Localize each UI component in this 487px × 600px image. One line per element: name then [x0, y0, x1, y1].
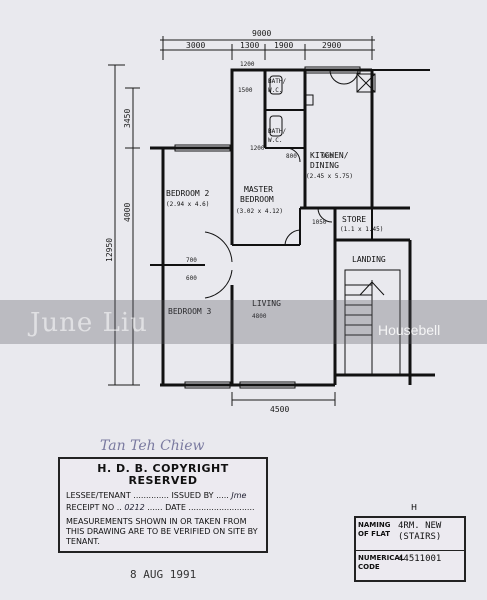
door-swing-bedroom2	[204, 231, 233, 263]
dim-left-total: 12950	[105, 238, 114, 262]
room-master-l1: MASTER	[244, 185, 273, 194]
dim-left-1: 3450	[123, 109, 132, 128]
dim-store-side: 1050	[312, 219, 327, 226]
dim-small-a: 700	[186, 257, 197, 264]
flat-info-box: NAMING OF FLAT 4RM. NEW (STAIRS) NUMERIC…	[354, 516, 466, 582]
window-kitchen	[304, 66, 361, 74]
dim-bath-side: 1500	[238, 87, 253, 94]
code-value: 44511001	[398, 554, 442, 564]
copyright-note: MEASUREMENTS SHOWN IN OR TAKEN FROM THIS…	[66, 517, 258, 546]
room-bath2-l2: W.C.	[268, 137, 282, 144]
dim-seg-4: 2900	[322, 41, 341, 50]
dim-kitchen-side: 900	[322, 153, 333, 160]
refuse-chute-icon	[356, 73, 376, 93]
room-bedroom2-size: (2.94 x 4.6)	[166, 201, 209, 208]
door-swing-bath	[286, 147, 301, 163]
dim-overall: 9000	[252, 29, 271, 38]
room-kitchen-l2: DINING	[310, 161, 339, 170]
door-swing-bedroom3	[204, 269, 233, 299]
receipt-row: RECEIPT NO .. 0212 ...... DATE .........…	[66, 503, 255, 512]
date-label: DATE	[165, 503, 186, 512]
issued-label: ISSUED BY	[171, 491, 214, 500]
watermark-band	[0, 300, 487, 344]
room-store: STORE	[342, 215, 366, 224]
room-store-size: (1.1 x 1.45)	[340, 226, 383, 233]
door-swing-master	[284, 229, 301, 246]
lessee-label: LESSEE/TENANT ..............	[66, 491, 169, 500]
window-bedroom2	[174, 144, 231, 152]
toilet-icon	[269, 115, 283, 137]
dim-seg-1: 3000	[186, 41, 205, 50]
dim-left-2: 4000	[123, 203, 132, 222]
watermark-left: June Liu	[30, 308, 148, 338]
dim-small-d: 1200	[250, 145, 265, 152]
naming-label: NAMING OF FLAT	[358, 521, 391, 538]
dim-seg-3: 1900	[274, 41, 293, 50]
naming-value: 4RM. NEW (STAIRS)	[398, 521, 442, 542]
room-master-l2: BEDROOM	[240, 195, 274, 204]
room-living: LIVING	[252, 299, 281, 308]
room-kitchen-size: (2.45 x 5.75)	[306, 173, 353, 180]
room-kitchen-l1: KITCHEN/	[310, 151, 349, 160]
dim-bath-top: 1200	[240, 61, 255, 68]
code-label: NUMERICAL CODE	[358, 554, 405, 571]
room-landing: LANDING	[352, 255, 386, 264]
date-stamp: 8 AUG 1991	[130, 568, 197, 581]
h-mark: H	[411, 503, 418, 512]
room-living-size: 4800	[252, 313, 267, 320]
window-bedroom3	[184, 381, 231, 389]
copyright-title: H. D. B. COPYRIGHT RESERVED	[97, 462, 229, 487]
room-bath1-l1: BATH/	[268, 78, 286, 85]
room-bedroom3: BEDROOM 3	[168, 307, 212, 316]
window-living	[239, 381, 296, 389]
dim-small-c: 800	[286, 153, 297, 160]
issued-value: Jme	[231, 491, 247, 500]
dim-small-b: 600	[186, 275, 197, 282]
lessee-row: LESSEE/TENANT .............. ISSUED BY .…	[66, 491, 247, 500]
dim-living: 4500	[270, 405, 289, 414]
door-swing-store	[317, 207, 333, 223]
toilet-icon	[269, 75, 283, 95]
sink-icon	[304, 94, 314, 106]
dim-seg-2: 1300	[240, 41, 259, 50]
copyright-box: H. D. B. COPYRIGHT RESERVED LESSEE/TENAN…	[58, 457, 268, 553]
room-bedroom2: BEDROOM 2	[166, 189, 210, 198]
room-bath1-l2: W.C.	[268, 87, 282, 94]
room-bath2-l1: BATH/	[268, 128, 286, 135]
signature: Tan Teh Chiew	[100, 438, 205, 454]
room-master-size: (3.02 x 4.12)	[236, 208, 283, 215]
watermark-right: Housebell	[378, 322, 441, 338]
receipt-value: 0212	[124, 503, 145, 512]
receipt-label: RECEIPT NO	[66, 503, 115, 512]
